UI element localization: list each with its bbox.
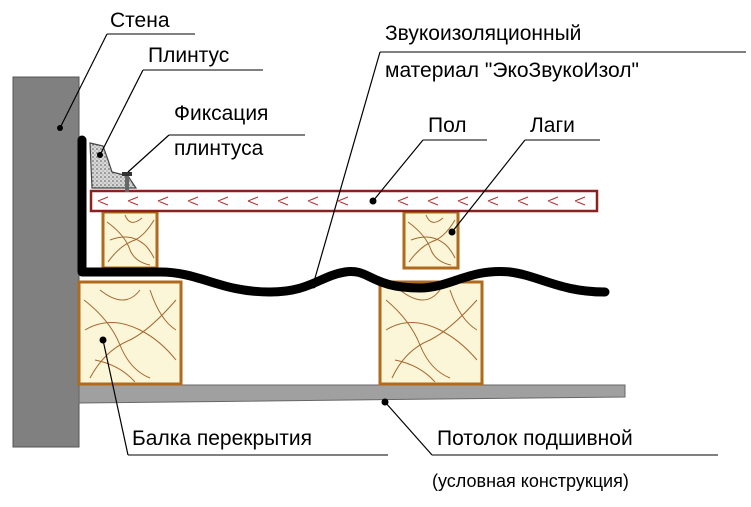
beam-left <box>77 280 183 386</box>
leader-beam <box>102 339 129 456</box>
leader-skirting <box>99 69 144 156</box>
label-note: (условная конструкция) <box>432 471 629 491</box>
wall <box>12 76 80 448</box>
label-skirting: Плинтус <box>148 44 229 67</box>
skirting-board <box>89 142 138 189</box>
leader-joists <box>451 139 526 233</box>
ceiling-board <box>78 384 626 404</box>
label-beam: Балка перекрытия <box>132 427 312 450</box>
skirting-screw-icon <box>122 172 132 192</box>
label-floor: Пол <box>428 114 467 137</box>
leader-ceiling <box>384 401 433 456</box>
leader-sound-material <box>312 51 381 286</box>
label-skirting-fix-2: плинтуса <box>174 137 264 160</box>
beam-right <box>378 280 484 386</box>
leader-wall <box>59 33 108 129</box>
leader-skirting-fix <box>127 134 170 173</box>
label-skirting-fix-1: Фиксация <box>174 102 268 125</box>
label-wall: Стена <box>110 9 170 32</box>
leader-floor <box>372 139 424 202</box>
floor-board <box>89 189 599 213</box>
label-joists: Лаги <box>530 114 575 137</box>
sound-insulation-layer <box>77 135 610 297</box>
label-sound-material-1: Звукоизоляционный <box>385 22 581 45</box>
joist-left <box>101 210 159 270</box>
joist-right <box>402 210 460 270</box>
label-sound-material-2: материал "ЭкоЗвукоИзол" <box>385 59 639 82</box>
label-ceiling: Потолок подшивной <box>437 427 633 450</box>
